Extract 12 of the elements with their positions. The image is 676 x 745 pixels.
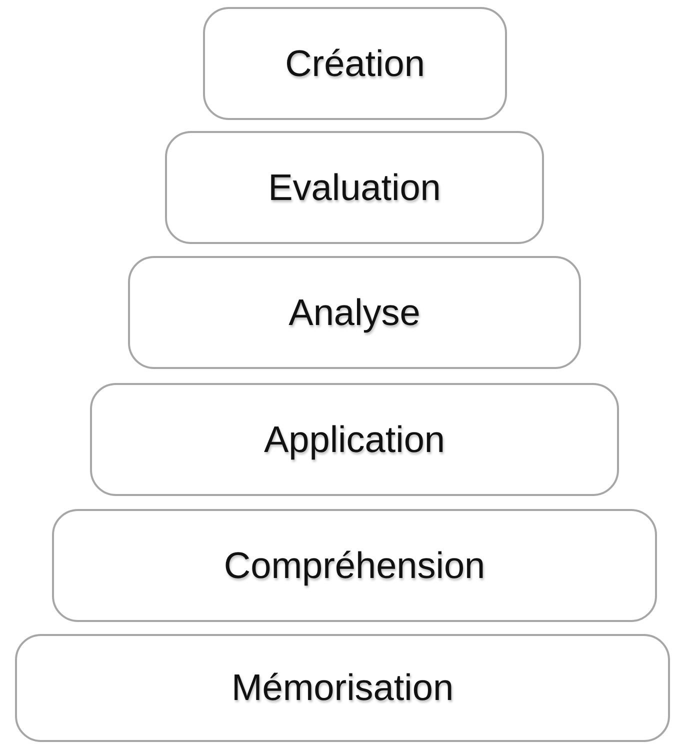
level-box (90, 383, 619, 496)
level-box (128, 256, 581, 369)
level-label: Application (264, 418, 445, 460)
level-label: Mémorisation (231, 667, 454, 709)
level-box (203, 7, 507, 120)
level-box (52, 509, 657, 622)
level-label: Compréhension (224, 544, 486, 586)
level-label: Création (285, 42, 425, 84)
level-box (15, 634, 670, 742)
level-label: Analyse (288, 292, 420, 334)
level-label: Evaluation (268, 166, 441, 208)
level-box (165, 131, 544, 244)
